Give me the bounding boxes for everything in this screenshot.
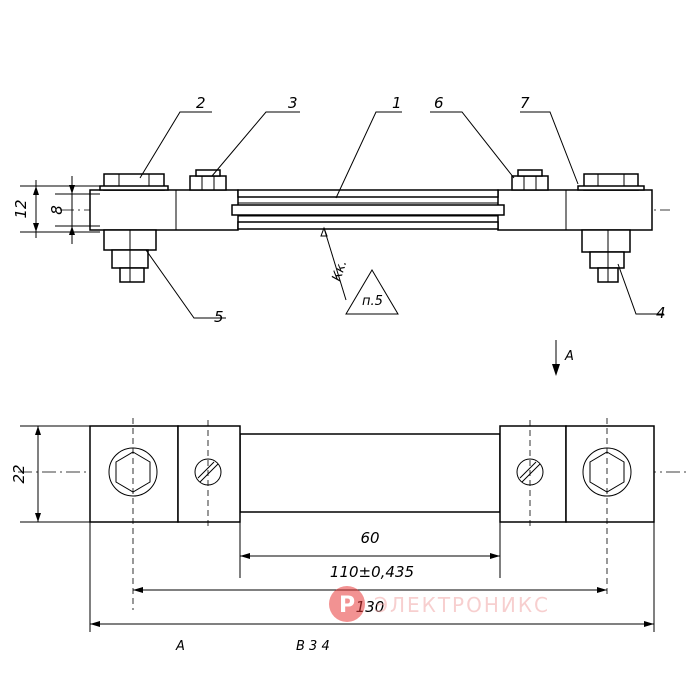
watermark-logo-icon (329, 586, 365, 622)
leader-6 (430, 111, 515, 179)
plan-view: 22 60 110±0,435 130 A В 3 4 (10, 418, 690, 654)
leader-7 (520, 111, 579, 185)
leader-label-1: 1 (392, 94, 402, 112)
dim-22-label: 22 (10, 464, 28, 483)
leader-3 (211, 111, 300, 177)
leader-1 (335, 111, 402, 199)
dim-8-label: 8 (48, 205, 66, 215)
note-p5: п.5 (362, 294, 383, 309)
bottom-note-b: В 3 4 (296, 639, 330, 654)
note-kk: Кк. (330, 258, 351, 283)
leader-label-3: 3 (288, 94, 298, 112)
bolt-shank-right (581, 229, 631, 253)
side-view: 12 8 2 3 1 6 7 5 4 Кк. п.5 A (12, 94, 670, 376)
plan-left-clamp (177, 425, 241, 523)
leader-5 (145, 249, 226, 319)
screw-head-left (189, 175, 227, 191)
shunt-plate-upper (237, 189, 499, 198)
leader-label-4: 4 (656, 304, 666, 322)
plan-right-clamp (499, 425, 567, 523)
left-clamp-block (89, 189, 239, 231)
weld-triangle (345, 269, 399, 315)
leader-label-6: 6 (434, 94, 444, 112)
watermark: Р ЭЛЕКТРОНИКС (329, 586, 550, 622)
plan-left-terminal (89, 425, 179, 523)
leader-4 (617, 263, 664, 315)
right-clamp-block (497, 189, 653, 231)
leader-kk (323, 227, 347, 301)
bottom-note-a: A (175, 639, 185, 654)
watermark-logo-letter: Р (339, 593, 355, 618)
shunt-strip-middle (231, 204, 505, 216)
watermark-text: ЭЛЕКТРОНИКС (374, 593, 550, 617)
screw-head-right (511, 175, 549, 191)
dim-110-label: 110±0,435 (330, 563, 414, 581)
view-label: A (564, 349, 574, 364)
shunt-plate-lower (237, 221, 499, 230)
leader-label-7: 7 (520, 94, 530, 112)
leader-2 (139, 111, 212, 179)
dim-60-label: 60 (360, 529, 379, 547)
shunt-body-plan (239, 433, 501, 513)
plan-right-terminal (565, 425, 655, 523)
leader-label-2: 2 (196, 94, 206, 112)
dim-12-label: 12 (12, 199, 30, 218)
leader-label-5: 5 (214, 308, 224, 326)
